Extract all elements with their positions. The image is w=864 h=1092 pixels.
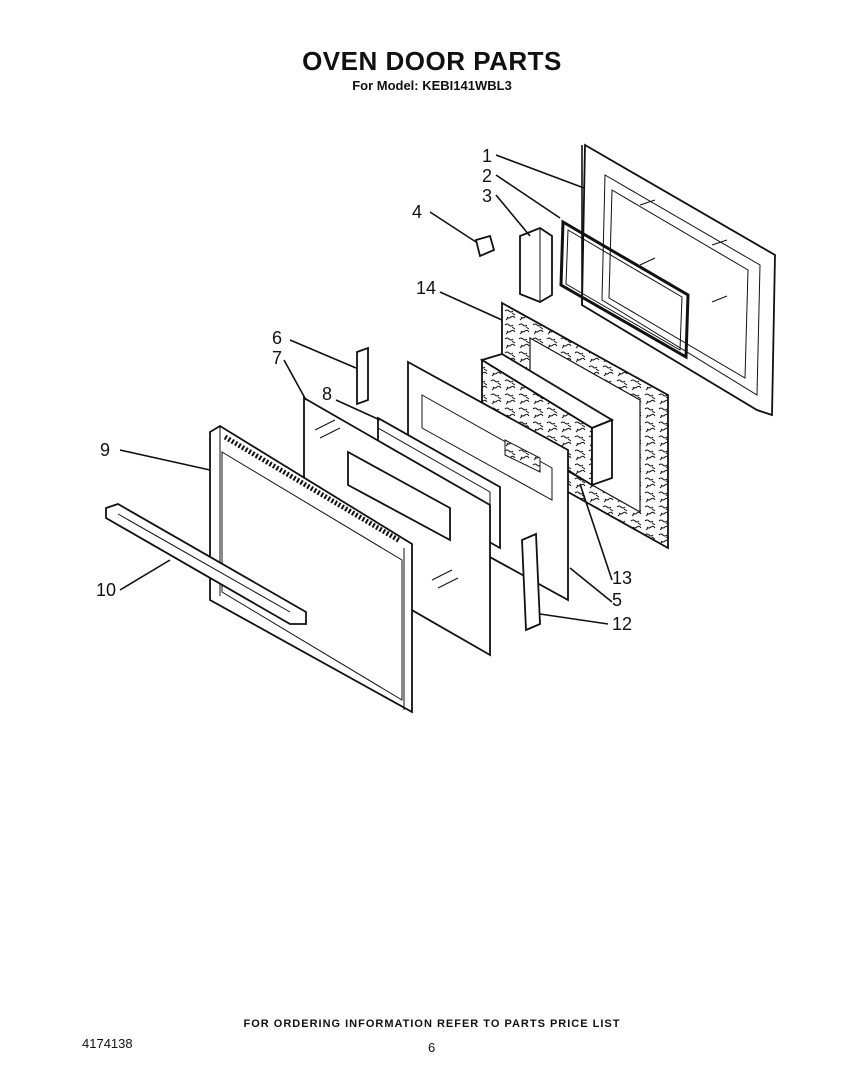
document-number: 4174138 — [82, 1036, 133, 1051]
door-clip — [474, 234, 496, 258]
callout-8: 8 — [322, 384, 332, 404]
door-handle — [105, 503, 307, 625]
callout-7: 7 — [272, 348, 282, 368]
callout-2: 2 — [482, 166, 492, 186]
callout-1: 1 — [482, 146, 492, 166]
model-subtitle: For Model: KEBI141WBL3 — [352, 78, 512, 93]
callout-4: 4 — [412, 202, 422, 222]
callout-6: 6 — [272, 328, 282, 348]
callout-5: 5 — [612, 590, 622, 610]
callout-14: 14 — [416, 278, 436, 298]
callout-3: 3 — [482, 186, 492, 206]
ordering-note: FOR ORDERING INFORMATION REFER TO PARTS … — [243, 1018, 621, 1030]
door-bracket — [519, 226, 553, 303]
callout-9: 9 — [100, 440, 110, 460]
leader-lines — [119, 154, 613, 625]
trim-strip — [521, 532, 541, 632]
inner-door-panel — [581, 143, 776, 417]
page-number: 6 — [428, 1040, 436, 1055]
callout-10: 10 — [96, 580, 116, 600]
door-gasket — [559, 219, 690, 360]
callout-13: 13 — [612, 568, 632, 588]
callout-12: 12 — [612, 614, 632, 634]
page-title: OVEN DOOR PARTS — [302, 46, 562, 76]
door-hinge — [356, 346, 369, 406]
